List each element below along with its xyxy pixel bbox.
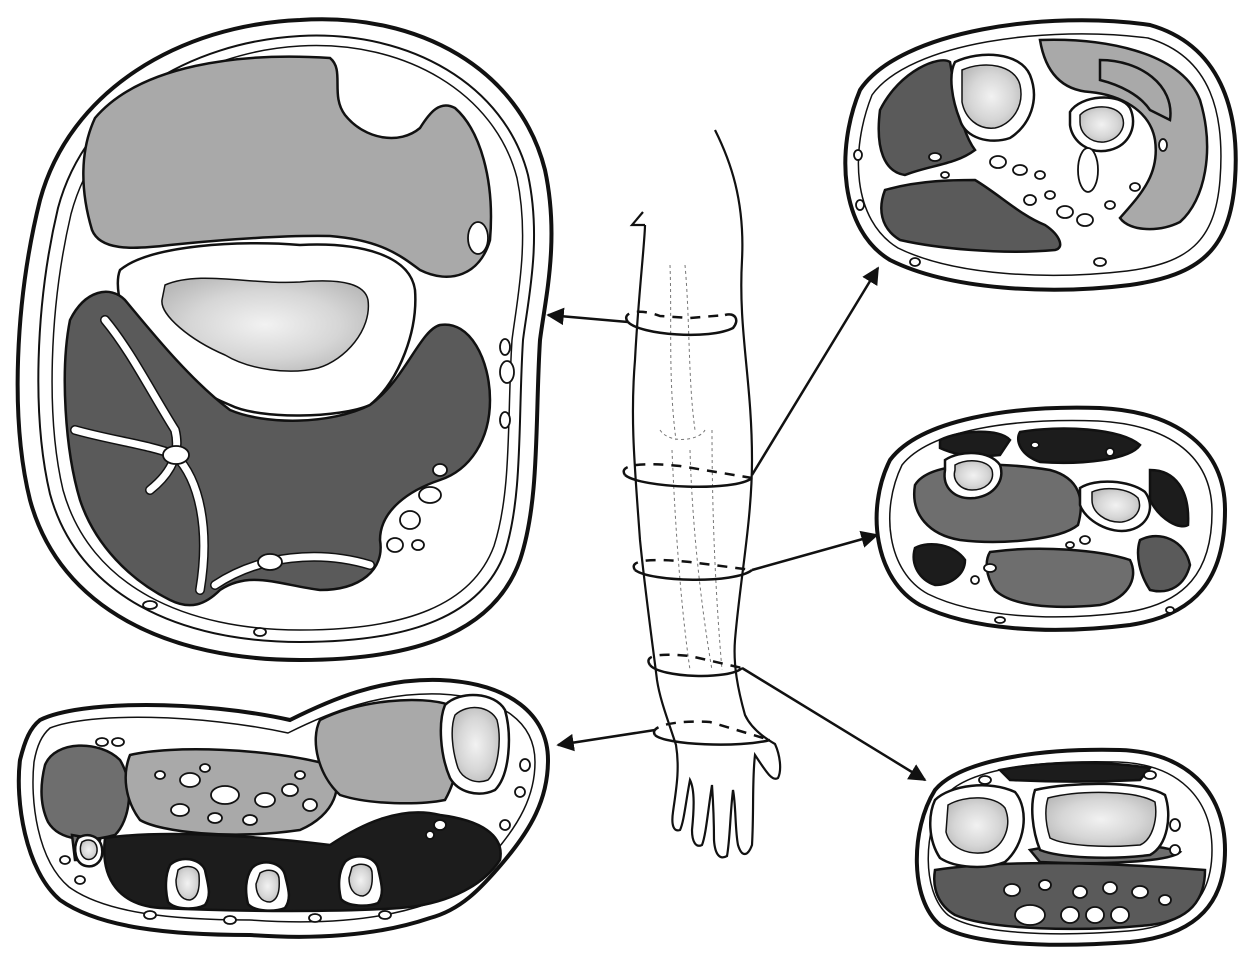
arrow-to-proximal-forearm (752, 268, 878, 475)
distal-forearm-cross-section (917, 750, 1225, 945)
first-metacarpal-bone (452, 708, 499, 782)
ulna-bone-mid (954, 461, 992, 490)
metacarpal-bone-2 (176, 867, 199, 900)
arrow-to-mid-forearm (752, 535, 877, 570)
metacarpal-bone-3 (256, 870, 279, 902)
proximal-forearm-cross-section (845, 20, 1235, 289)
arm-figure (624, 130, 780, 857)
ulna-bone-distal (946, 798, 1008, 853)
metacarpal-bone-5 (80, 840, 97, 859)
metacarpal-bone-4 (349, 864, 372, 896)
hand-cross-section (19, 680, 548, 937)
upper-arm-cross-section (18, 19, 552, 660)
arrow-to-hand (558, 730, 655, 745)
arrow-to-upper-arm (548, 315, 628, 322)
radius-bone-distal (1046, 792, 1156, 846)
ulna-bone (962, 65, 1021, 128)
radius-bone (1080, 107, 1123, 142)
mid-forearm-cross-section (877, 408, 1225, 630)
